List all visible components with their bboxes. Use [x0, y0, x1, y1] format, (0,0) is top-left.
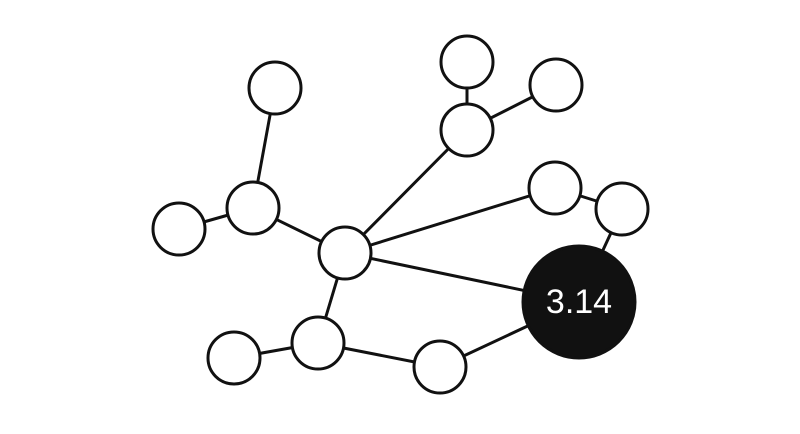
- edge-hub-right-upper: [343, 186, 557, 255]
- node-far-top-right: [528, 57, 584, 113]
- node-bottom-left: [206, 330, 262, 386]
- node-highlighted-label: 3.14: [546, 283, 612, 321]
- node-highlighted: 3.14: [521, 244, 637, 360]
- node-bottom-left-mid: [290, 315, 346, 371]
- edge-hub-top-right-mid: [343, 128, 469, 255]
- node-top-right-mid: [439, 102, 495, 158]
- node-left-mid: [225, 180, 281, 236]
- nodes: 3.14: [151, 34, 650, 395]
- node-hub: [317, 225, 373, 281]
- node-highlighted-circle: [521, 244, 637, 360]
- node-top: [439, 34, 495, 90]
- node-top-left: [247, 60, 303, 116]
- node-right-upper: [527, 160, 583, 216]
- node-far-left: [151, 201, 207, 257]
- node-bottom-right: [412, 339, 468, 395]
- node-far-right: [594, 181, 650, 237]
